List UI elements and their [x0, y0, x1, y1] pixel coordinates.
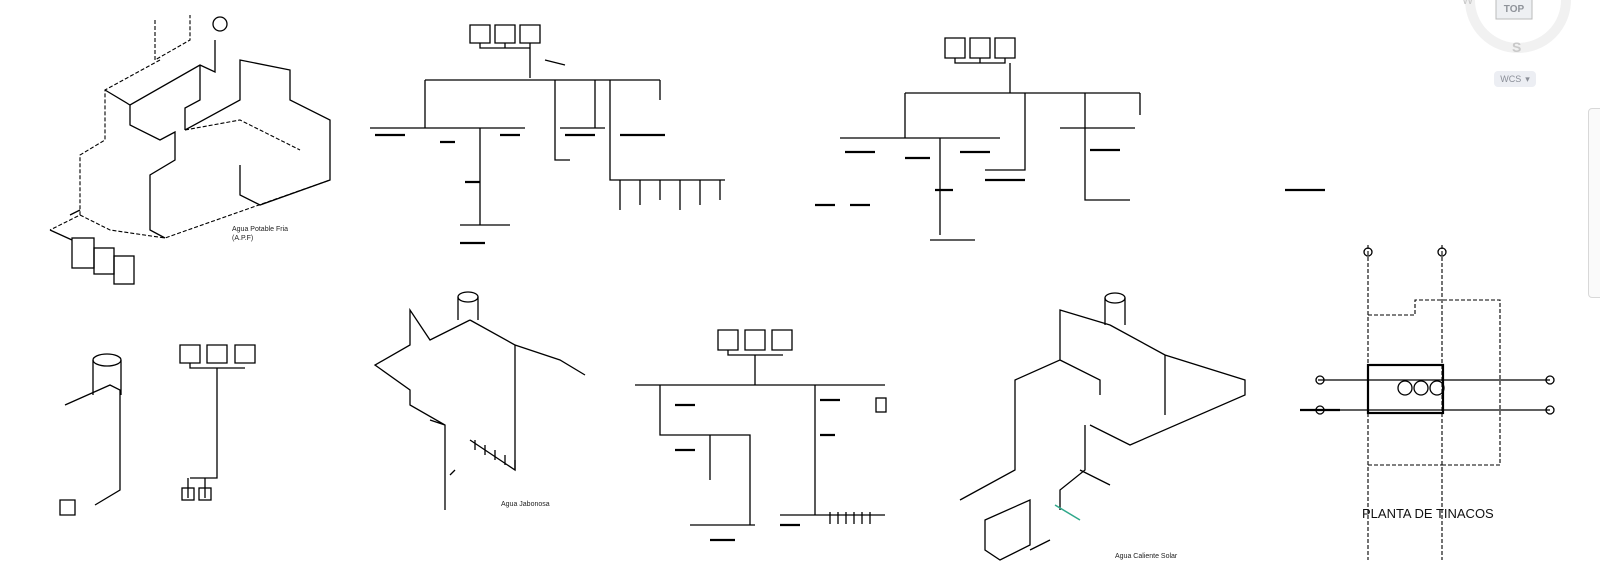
- label-agua-fria-abbr: (A.P.F): [232, 235, 253, 242]
- wcs-label: WCS: [1500, 74, 1522, 84]
- label-agua-jabonosa: Agua Jabonosa: [501, 501, 550, 508]
- riser-diagram-2: [840, 37, 1325, 241]
- isometric-tinaco-small: [59, 344, 256, 516]
- isometric-agua-caliente: Agua Caliente Solar: [959, 292, 1246, 561]
- riser-diagram-3: [635, 329, 887, 542]
- isometric-agua-fria: Agua Potable Fria (A.P.F): [49, 15, 331, 285]
- riser-diagram-1: [370, 24, 870, 245]
- viewcube[interactable]: TOP W S: [1462, 0, 1571, 55]
- viewcube-west-label[interactable]: W: [1462, 0, 1474, 7]
- accent-fitting: [1054, 504, 1081, 521]
- chevron-down-icon: ▾: [1525, 73, 1530, 84]
- label-planta-tinacos: PLANTA DE TINACOS: [1362, 506, 1494, 521]
- viewcube-face-label: TOP: [1504, 4, 1525, 15]
- navigation-bar[interactable]: [1588, 108, 1600, 298]
- isometric-agua-jabonosa: Agua Jabonosa: [373, 291, 586, 510]
- wcs-menu-button[interactable]: WCS ▾: [1494, 71, 1536, 87]
- label-agua-caliente: Agua Caliente Solar: [1115, 553, 1178, 560]
- viewcube-south-label[interactable]: S: [1512, 39, 1521, 55]
- label-agua-fria: Agua Potable Fria: [232, 226, 288, 233]
- plan-planta-tinacos: PLANTA DE TINACOS: [1300, 245, 1555, 560]
- viewcube-top-face[interactable]: [1495, 0, 1533, 20]
